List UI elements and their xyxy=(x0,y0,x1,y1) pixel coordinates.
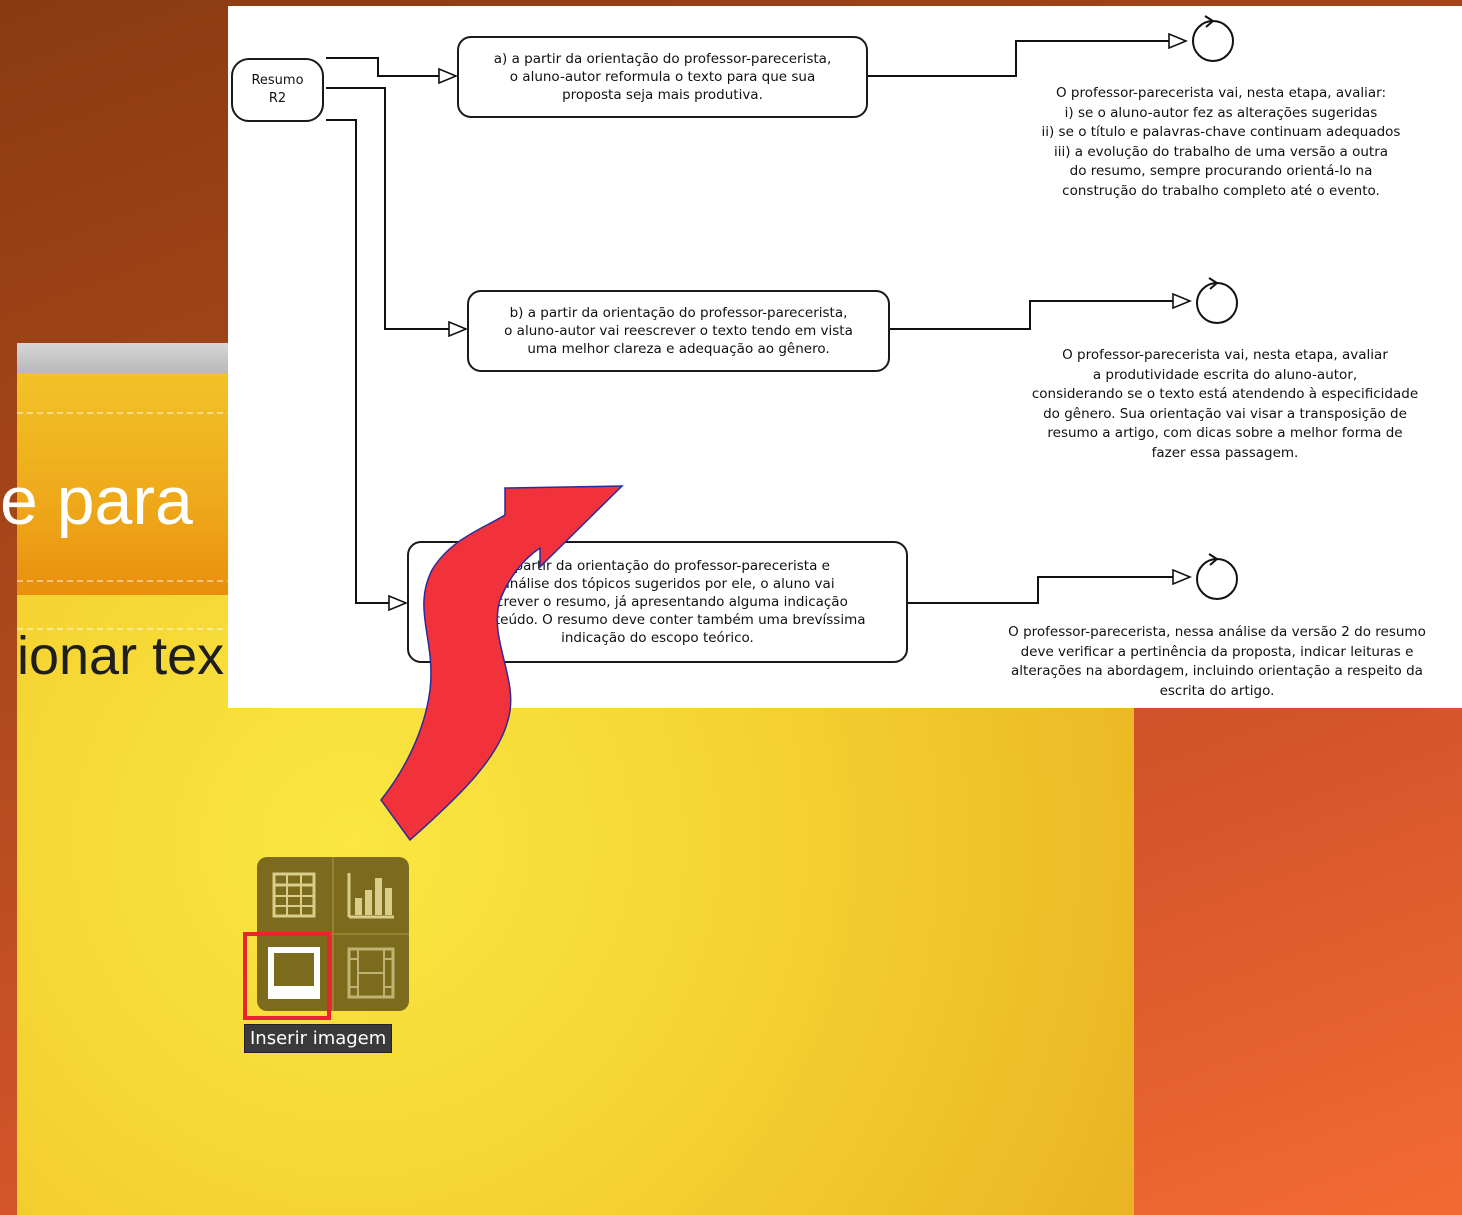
note-a: O professor-parecerista vai, nesta etapa… xyxy=(1041,85,1401,199)
option-b-node: b) a partir da orientação do professor-p… xyxy=(467,290,890,372)
insert-image-button[interactable] xyxy=(257,935,331,1010)
insert-image-tooltip: Inserir imagem xyxy=(244,1024,393,1053)
connector-a-end xyxy=(868,41,1186,77)
start-node: Resumo R2 xyxy=(231,58,324,122)
connector-start-b xyxy=(326,87,466,329)
insert-video-button[interactable] xyxy=(334,935,408,1010)
connector-c-end xyxy=(908,577,1190,604)
image-button-highlight xyxy=(243,932,331,1020)
end-loop-icon xyxy=(1192,15,1234,62)
note-c: O professor-parecerista, nessa análise d… xyxy=(1008,624,1426,699)
insert-table-button[interactable] xyxy=(257,857,331,932)
insert-chart-button[interactable] xyxy=(334,857,408,932)
slide-title-text[interactable]: e para xyxy=(0,463,193,539)
connector-b-end xyxy=(890,301,1190,330)
end-loop-icon xyxy=(1196,277,1238,324)
note-b: O professor-parecerista vai, nesta etapa… xyxy=(1031,347,1419,461)
video-icon xyxy=(347,947,395,998)
table-icon xyxy=(272,872,316,917)
grid-divider xyxy=(257,933,409,935)
image-icon xyxy=(268,946,320,999)
slide-body-text[interactable]: ionar tex xyxy=(17,626,225,686)
chart-icon xyxy=(347,872,394,918)
option-c-node: c) a partir da orientação do professor-p… xyxy=(407,541,908,663)
end-loop-icon xyxy=(1196,553,1238,600)
flow-diagram: Resumo R2 a) a partir da orientação do p… xyxy=(228,6,1462,708)
option-a-node: a) a partir da orientação do professor-p… xyxy=(457,36,868,118)
connector-start-a xyxy=(326,57,456,76)
connector-start-c xyxy=(326,119,406,603)
